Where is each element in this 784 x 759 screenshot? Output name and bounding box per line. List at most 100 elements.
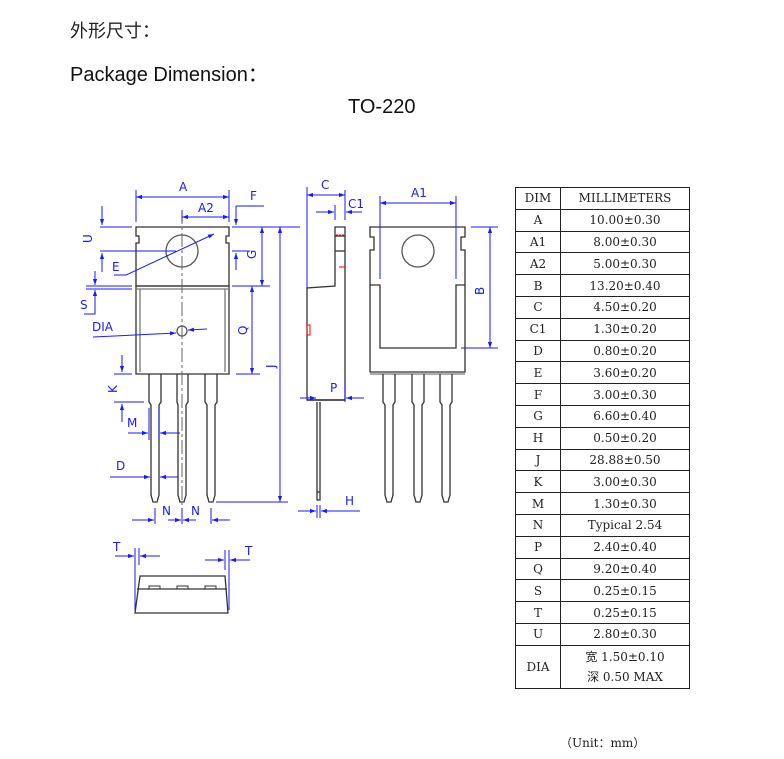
dim-cell: S: [515, 579, 561, 603]
package-name: TO-220: [348, 96, 416, 118]
value-cell: 2.80±0.30: [560, 622, 690, 646]
front-labels: A A2 F U E G S DIA Q J K M D N N: [80, 180, 278, 518]
back-lead-left: [382, 374, 396, 503]
dim-cell: E: [515, 361, 561, 385]
dim-label-t: T: [244, 544, 253, 558]
value-cell: 1.30±0.30: [560, 492, 690, 515]
header-millimeters: MILLIMETERS: [560, 187, 690, 210]
value-cell: 9.20±0.40: [560, 557, 690, 581]
value-cell: 0.80±0.20: [560, 339, 690, 363]
value-cell: 0.25±0.15: [560, 601, 690, 624]
dim-cell: B: [515, 274, 561, 297]
value-cell: 3.60±0.20: [560, 361, 690, 385]
dim-cell: P: [515, 535, 561, 559]
bottom-view: [134, 575, 229, 614]
back-labels: A1 B: [411, 186, 487, 295]
dim-label-s: S: [80, 298, 88, 312]
dim-label-d: D: [116, 459, 125, 473]
front-dimensions: [84, 190, 300, 524]
back-view: [369, 226, 466, 503]
value-cell: 2.40±0.40: [560, 535, 690, 559]
back-lead-center: [411, 374, 425, 503]
side-view: [306, 226, 346, 501]
dim-cell: H: [515, 426, 561, 450]
header-dim: DIM: [515, 187, 561, 210]
table-header-row: DIM MILLIMETERS: [515, 187, 690, 210]
dim-label-e: E: [112, 260, 120, 274]
value-cell: 3.00±0.30: [560, 383, 690, 406]
dim-label-a: A: [179, 180, 188, 194]
value-cell: 5.00±0.30: [560, 252, 690, 276]
dim-cell: C: [515, 295, 561, 319]
dim-cell: N: [515, 513, 561, 537]
side-markers: [306, 234, 345, 336]
bottom-labels: T T: [112, 540, 253, 558]
dia-depth-value: 深 0.50 MAX: [587, 669, 663, 684]
unit-note: （Unit：mm）: [560, 736, 646, 750]
value-cell: Typical 2.54: [560, 513, 690, 537]
dim-cell: U: [515, 622, 561, 646]
front-body-outline: [135, 285, 230, 375]
front-view: [135, 210, 230, 505]
side-lead: [316, 402, 321, 501]
lead-left: [148, 374, 162, 503]
dia-width-value: 宽 1.50±0.10: [585, 649, 665, 664]
dim-label-p: P: [330, 381, 337, 395]
dim-label-n: N: [162, 504, 171, 518]
dim-label-u: U: [81, 234, 95, 243]
dim-label-a2: A2: [198, 201, 214, 215]
back-lead-right: [439, 374, 453, 503]
side-labels: C C1 P H: [321, 178, 364, 508]
dim-label-f: F: [250, 189, 257, 203]
dim-label-c: C: [321, 178, 329, 192]
value-cell: 6.60±0.40: [560, 404, 690, 428]
dim-label-dia: DIA: [92, 320, 114, 334]
value-cell: 0.50±0.20: [560, 426, 690, 450]
dim-label-c1: C1: [348, 197, 364, 211]
dim-label-k: K: [106, 384, 120, 393]
dim-label-b: B: [473, 287, 487, 295]
dim-label-t: T: [112, 540, 121, 554]
back-dimensions: [379, 196, 498, 349]
back-outline: [369, 226, 466, 373]
value-cell: 28.88±0.50: [560, 448, 690, 472]
dim-label-g: G: [245, 250, 259, 259]
dim-label-h: H: [345, 494, 354, 508]
dim-cell: Q: [515, 557, 561, 581]
value-cell: 8.00±0.30: [560, 230, 690, 254]
dim-cell: M: [515, 492, 561, 515]
bottom-lead-marks: [148, 585, 217, 590]
bottom-outline: [134, 575, 229, 614]
dim-cell: D: [515, 339, 561, 363]
value-cell: 13.20±0.40: [560, 274, 690, 297]
value-cell: 3.00±0.30: [560, 470, 690, 494]
value-cell: 宽 1.50±0.10 深 0.50 MAX: [560, 644, 690, 689]
value-cell: 4.50±0.20: [560, 295, 690, 319]
dim-cell: G: [515, 404, 561, 428]
dim-label-a1: A1: [411, 186, 427, 200]
dim-label-j: J: [264, 364, 278, 369]
back-mounting-hole: [401, 234, 435, 268]
dim-label-m: M: [127, 416, 137, 430]
dim-label-q: Q: [236, 326, 250, 335]
dim-cell: A2: [515, 252, 561, 276]
